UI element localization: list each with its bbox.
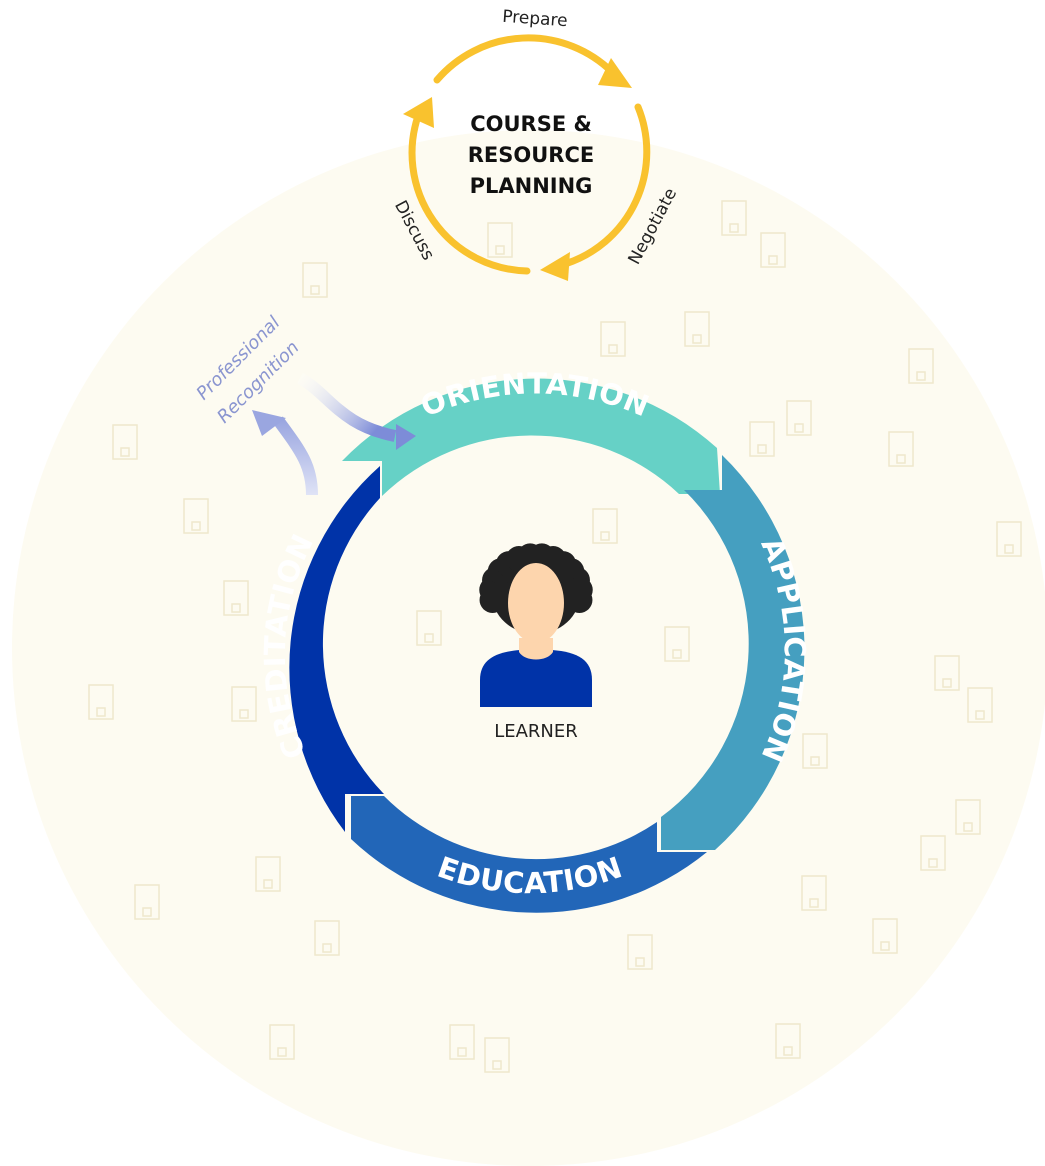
document-icon-mark (928, 858, 938, 868)
document-icon (627, 934, 653, 970)
document-icon (684, 311, 710, 347)
planning-title-line-1: COURSE & (470, 112, 592, 136)
document-icon-mark (794, 423, 804, 433)
document-icon (775, 1023, 801, 1059)
document-icon (231, 686, 257, 722)
document-icon (802, 733, 828, 769)
document-icon-mark (783, 1046, 793, 1056)
document-icon-mark (975, 710, 985, 720)
segment-orientation (342, 378, 720, 496)
document-icon-mark (457, 1047, 467, 1057)
document-icon-mark (880, 941, 890, 951)
document-icon-mark (692, 334, 702, 344)
document-icon (88, 684, 114, 720)
planning-arrowhead-discuss (403, 97, 434, 128)
planning-arc-negotiate (561, 103, 651, 268)
document-icon-mark (142, 907, 152, 917)
segment-creditation (289, 466, 384, 832)
document-icon (786, 400, 812, 436)
document-icon (721, 200, 747, 236)
avatar-face (508, 563, 564, 643)
document-icon (760, 232, 786, 268)
document-icon (255, 856, 281, 892)
segment-application (661, 455, 805, 850)
document-icon (749, 421, 775, 457)
learner-label: LEARNER (494, 721, 578, 742)
document-icon-mark (492, 1060, 502, 1070)
avatar-shirt (480, 650, 592, 707)
document-icon-mark (729, 223, 739, 233)
document-icon-mark (896, 454, 906, 464)
background-document-icons (88, 200, 1022, 1073)
segment-education (351, 796, 707, 913)
document-icon (314, 920, 340, 956)
document-icon-mark (600, 531, 610, 541)
planning-arc-discuss (408, 112, 531, 275)
document-icon (269, 1024, 295, 1060)
document-icon (996, 521, 1022, 557)
document-icon-mark (239, 709, 249, 719)
learner-avatar: LEARNER (479, 543, 593, 742)
document-icon-mark (942, 678, 952, 688)
planning-arrowhead-prepare (598, 58, 632, 88)
document-icon-mark (495, 245, 505, 255)
recognition-in-arrowhead (396, 424, 416, 450)
document-icon-mark (809, 898, 819, 908)
recognition-in-arrow (296, 372, 397, 442)
document-icon (920, 835, 946, 871)
document-icon-mark (424, 633, 434, 643)
planning-title-line-2: RESOURCE (468, 143, 594, 167)
document-icon (302, 262, 328, 298)
planning-step-prepare: Prepare (502, 7, 569, 32)
document-icon (934, 655, 960, 691)
document-icon (592, 508, 618, 544)
document-icon (487, 222, 513, 258)
document-icon (664, 626, 690, 662)
planning-title-line-3: PLANNING (470, 174, 593, 198)
document-icon-mark (963, 822, 973, 832)
document-icon (955, 799, 981, 835)
recognition-out-arrow (273, 416, 318, 496)
planning-arc-prepare (433, 34, 616, 84)
planning-arrowhead-negotiate (540, 252, 570, 281)
document-icon (416, 610, 442, 646)
avatar-hair-curl (566, 586, 593, 613)
document-icon (872, 918, 898, 954)
document-icon (223, 580, 249, 616)
document-icon (600, 321, 626, 357)
document-icon (888, 431, 914, 467)
document-icon-mark (96, 707, 106, 717)
document-icon-mark (635, 957, 645, 967)
document-icon-mark (916, 371, 926, 381)
document-icon-mark (191, 521, 201, 531)
document-icon (112, 424, 138, 460)
document-icon (134, 884, 160, 920)
avatar-neck (519, 638, 553, 660)
document-icon-mark (231, 603, 241, 613)
document-icon-mark (322, 943, 332, 953)
document-icon (183, 498, 209, 534)
document-icon-mark (757, 444, 767, 454)
document-icon-mark (608, 344, 618, 354)
recognition-out-arrowhead (252, 410, 286, 436)
document-icon-mark (768, 255, 778, 265)
document-icon-mark (310, 285, 320, 295)
document-icon-mark (277, 1047, 287, 1057)
document-icon-mark (1004, 544, 1014, 554)
document-icon-mark (810, 756, 820, 766)
document-icon (801, 875, 827, 911)
document-icon (449, 1024, 475, 1060)
document-icon (967, 687, 993, 723)
document-icon-mark (263, 879, 273, 889)
document-icon-mark (672, 649, 682, 659)
document-icon (484, 1037, 510, 1073)
document-icon (908, 348, 934, 384)
document-icon-mark (120, 447, 130, 457)
